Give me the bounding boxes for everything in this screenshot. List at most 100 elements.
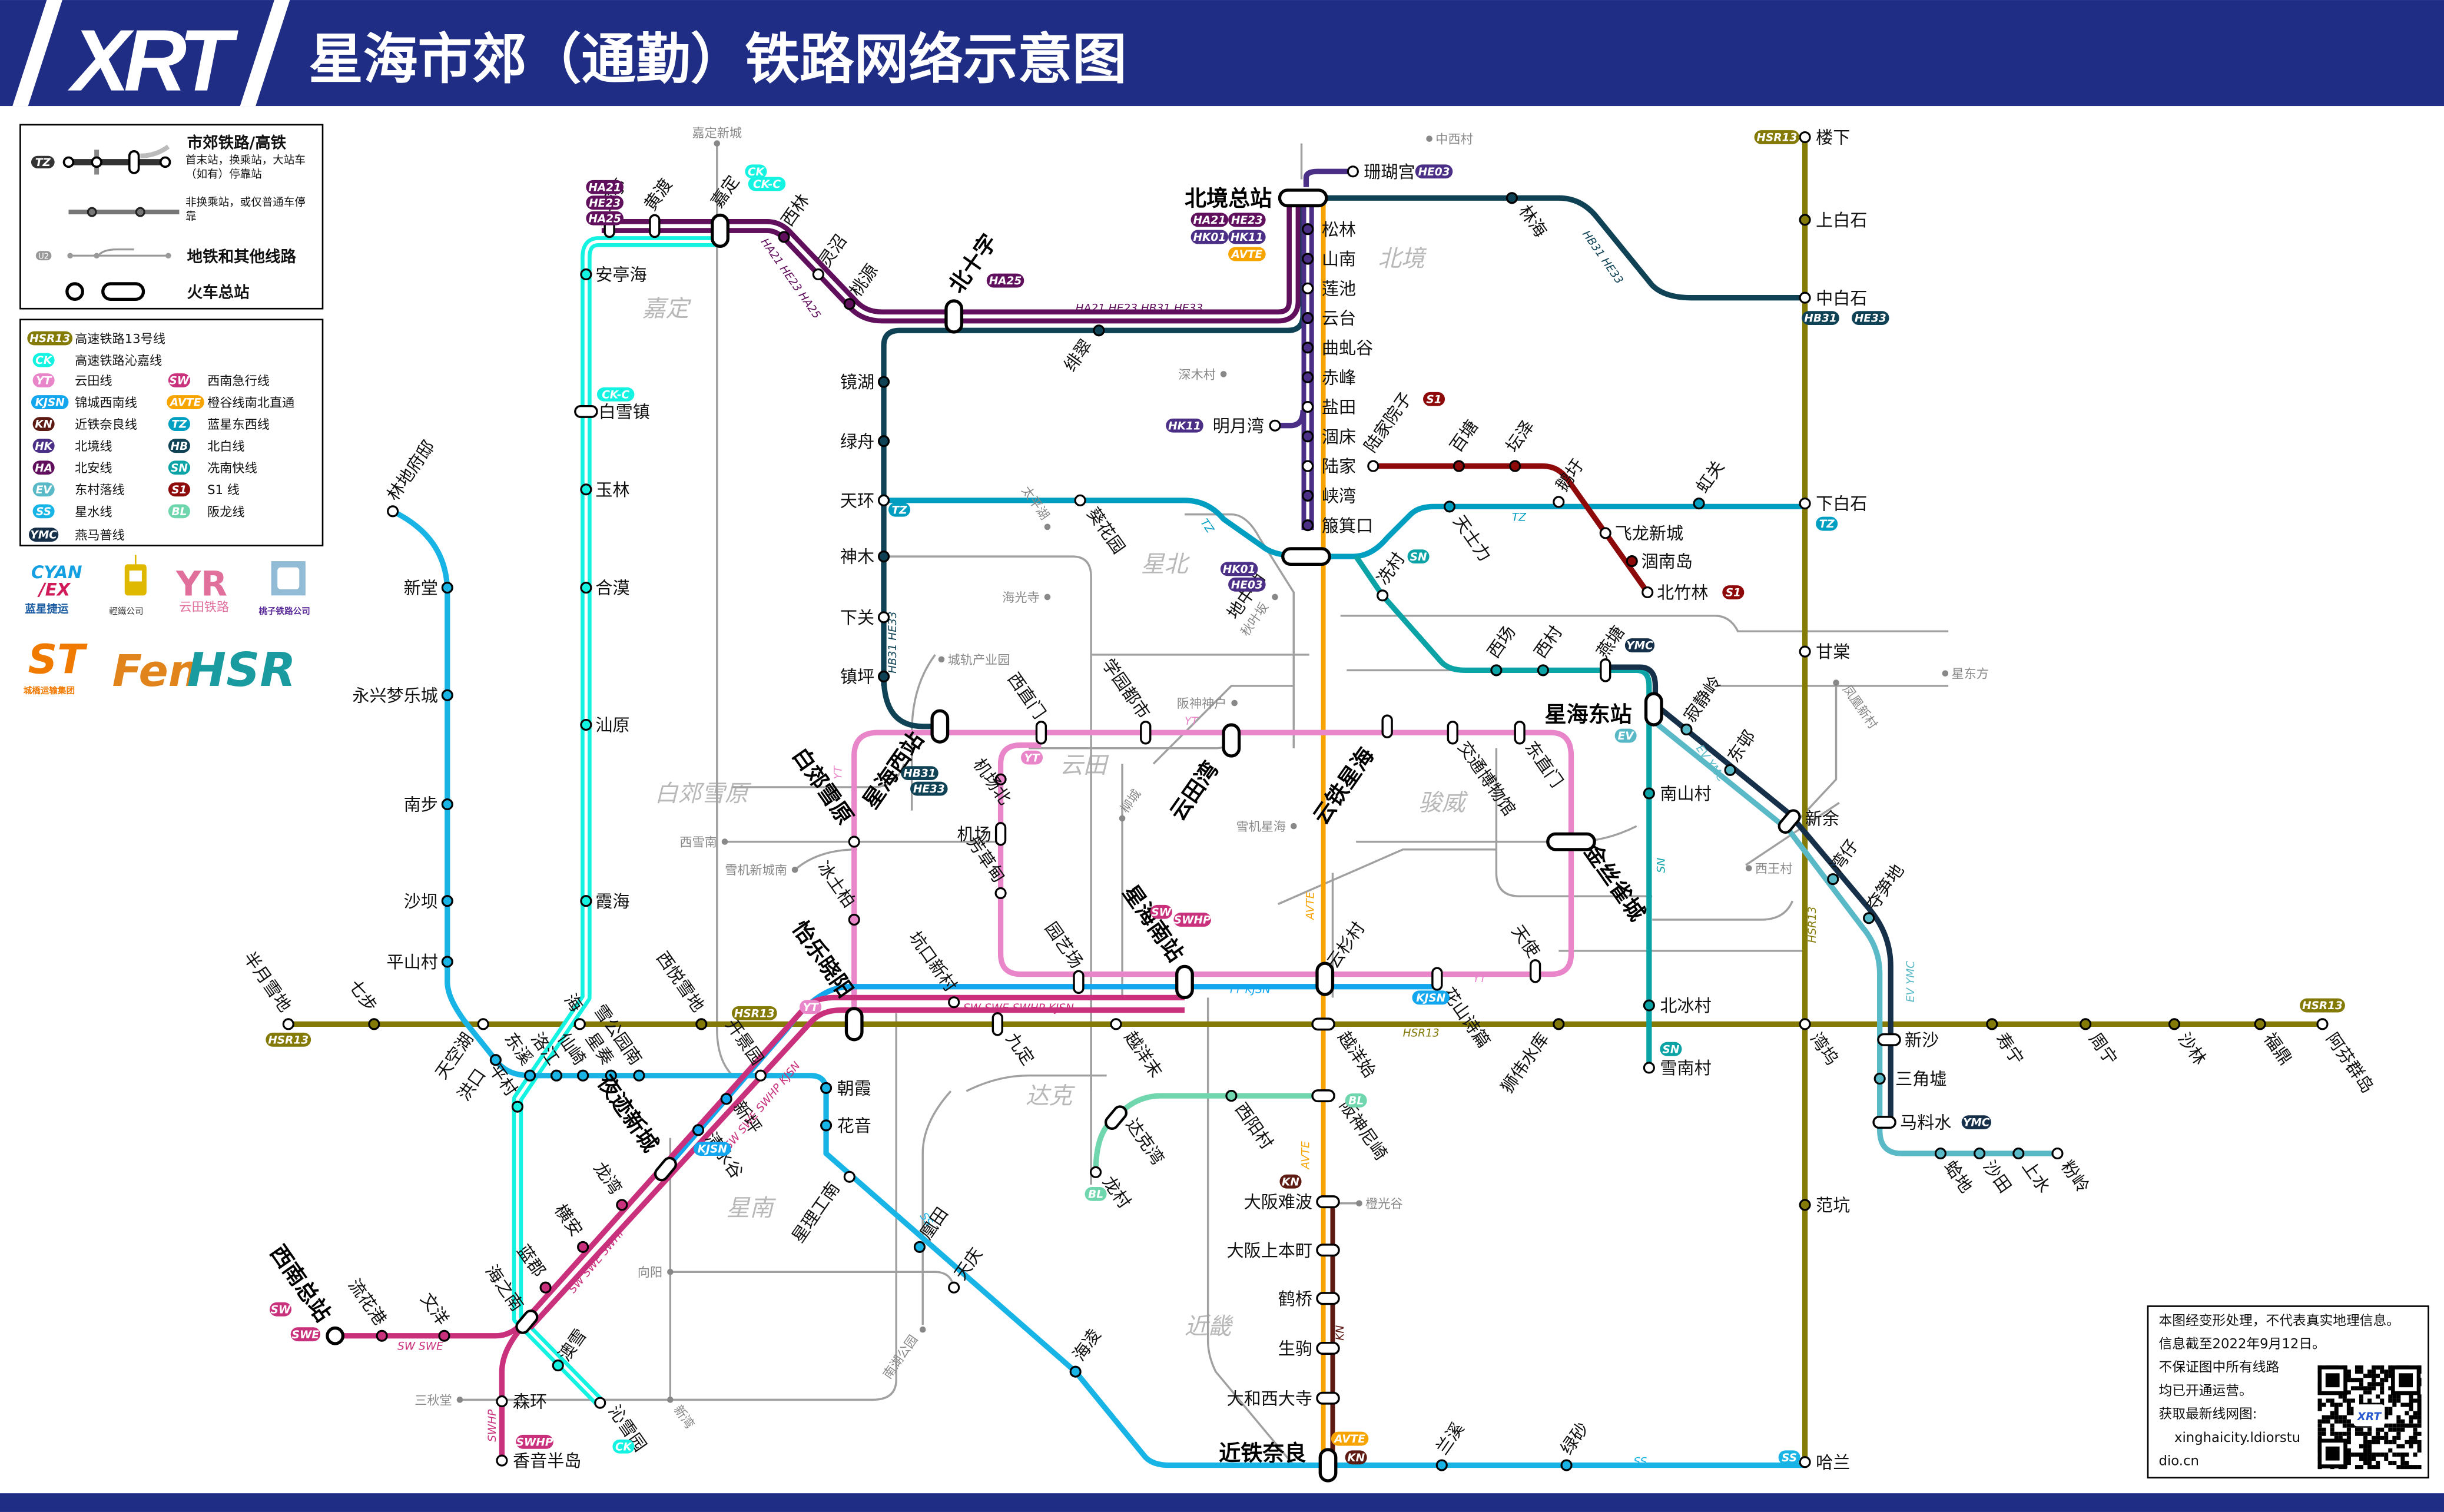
metro-station[interactable]: 城轨产业园 — [938, 652, 1010, 667]
station[interactable]: 桃源 — [843, 260, 882, 310]
station[interactable]: 西悦雪地 — [652, 948, 708, 1030]
station[interactable]: 下白石 — [1799, 494, 1867, 514]
station[interactable]: 神木 — [840, 547, 890, 567]
station[interactable]: 园艺场 — [1041, 919, 1087, 994]
station[interactable]: 安亭海 — [580, 265, 647, 285]
station[interactable]: 机场 — [957, 822, 1007, 846]
station[interactable]: 星海西站 — [858, 709, 950, 813]
station[interactable]: 流花港 — [344, 1275, 390, 1342]
station[interactable]: 下关 — [840, 608, 890, 628]
metro-station[interactable]: 柳城 — [1117, 787, 1144, 822]
station[interactable]: 南步 — [404, 795, 453, 815]
station[interactable]: 云台 — [1302, 309, 1357, 329]
station[interactable]: 绿砂 — [1557, 1418, 1593, 1471]
station[interactable]: 涸南岛 — [1626, 552, 1693, 572]
station[interactable]: 寂静岭 — [1680, 672, 1726, 736]
station[interactable]: 盐田 — [1302, 397, 1357, 417]
station[interactable]: 星理工南 — [788, 1171, 855, 1246]
metro-station[interactable]: 南湖公园 — [880, 1326, 926, 1381]
station[interactable]: 粉岭 — [2051, 1148, 2093, 1196]
station[interactable]: 澳雪 — [552, 1325, 591, 1372]
metro-station[interactable]: 阪神神户 — [1177, 696, 1238, 711]
station[interactable]: 上白石 — [1799, 210, 1867, 230]
metro-station[interactable]: 中西村 — [1426, 132, 1473, 147]
station[interactable]: 合漠 — [580, 578, 630, 598]
station[interactable]: 永兴梦乐城 — [352, 685, 453, 705]
station[interactable]: 葵花园 — [1074, 494, 1129, 558]
metro-station[interactable]: 海光寺 — [1002, 590, 1051, 605]
station[interactable]: 汕原 — [580, 715, 630, 735]
station[interactable]: 东邨 — [1723, 727, 1759, 776]
station[interactable]: 飞龙新城 — [1599, 523, 1683, 543]
station[interactable]: 机场北 — [969, 755, 1015, 808]
station[interactable]: 白郊雪原 — [787, 743, 860, 848]
station[interactable]: 绿舟 — [840, 432, 890, 452]
station[interactable]: 灵沼 — [812, 231, 851, 281]
station[interactable]: 玉林 — [580, 480, 630, 500]
station[interactable]: 北境总站 — [1185, 185, 1328, 211]
station[interactable]: 怡乐晓阳 — [787, 916, 864, 1042]
station[interactable]: 新余 — [1776, 808, 1839, 835]
metro-station[interactable]: 橙光谷 — [1356, 1196, 1403, 1211]
station[interactable]: 大阪上本町 — [1226, 1241, 1340, 1261]
station[interactable]: 文洋 — [416, 1289, 453, 1342]
metro-station[interactable]: 雪机星海 — [1236, 819, 1297, 834]
station[interactable]: 森环 — [496, 1392, 547, 1412]
station[interactable]: 林地府邸 — [383, 437, 439, 518]
station[interactable]: 楼下 — [1799, 128, 1850, 148]
station[interactable]: 嘉定 — [707, 172, 743, 248]
station[interactable]: 夺笋地 — [1862, 861, 1908, 924]
station[interactable]: 陆家院子 — [1360, 389, 1416, 472]
station[interactable]: 西村 — [1530, 622, 1566, 677]
station[interactable]: 明月湾 — [1213, 416, 1281, 436]
station[interactable]: 沙坝 — [404, 891, 453, 911]
metro-station[interactable]: 雪机新城南 — [725, 863, 798, 877]
station[interactable]: 甘棠 — [1799, 642, 1850, 662]
station[interactable]: 北竹林 — [1642, 583, 1709, 603]
station[interactable]: 中白石 — [1799, 288, 1867, 308]
station[interactable]: 山南 — [1302, 249, 1357, 269]
station[interactable]: 涸床 — [1302, 427, 1357, 447]
station[interactable]: 莲池 — [1302, 278, 1357, 299]
station[interactable]: 西阳村 — [1225, 1090, 1277, 1153]
metro-station[interactable]: 西雪南 — [679, 835, 728, 850]
station[interactable]: 天环 — [840, 490, 890, 510]
station[interactable]: 赤峰 — [1302, 367, 1357, 387]
station[interactable]: 大和西大寺 — [1226, 1388, 1340, 1408]
station[interactable]: 雪南村 — [1643, 1058, 1712, 1078]
station[interactable]: 天士力 — [1443, 500, 1495, 565]
station[interactable]: 兰溪 — [1432, 1418, 1468, 1471]
station[interactable]: 范坑 — [1799, 1195, 1850, 1215]
station[interactable]: 平村 — [485, 1060, 523, 1113]
station[interactable]: 金丝雀城 — [1546, 832, 1650, 926]
station[interactable]: 朝霞 — [820, 1078, 871, 1098]
station[interactable]: 大阪难波 — [1244, 1192, 1340, 1212]
station[interactable]: 三角墟 — [1873, 1069, 1946, 1089]
station[interactable]: 新沙 — [1877, 1030, 1939, 1050]
station[interactable]: 马料水 — [1872, 1113, 1951, 1133]
station[interactable]: 箙箕口 — [1302, 516, 1374, 536]
station[interactable]: 镇坪 — [840, 667, 890, 687]
station[interactable]: 虹关 — [1692, 457, 1728, 510]
station[interactable]: 横安 — [551, 1201, 589, 1253]
station[interactable]: 坛泽 — [1502, 416, 1538, 472]
station[interactable]: 北冰村 — [1643, 996, 1712, 1016]
station[interactable]: 星海南站 — [1117, 880, 1194, 999]
station[interactable]: 平山村 — [387, 952, 453, 972]
station[interactable]: 海凌 — [1069, 1325, 1105, 1378]
station[interactable]: 阿芬群岛 — [2316, 1018, 2378, 1097]
station[interactable]: 曲虬谷 — [1302, 338, 1374, 358]
station[interactable]: 镜湖 — [840, 372, 890, 392]
station[interactable]: 珊瑚宫 — [1347, 162, 1415, 182]
station[interactable]: 香音半岛 — [496, 1451, 581, 1471]
metro-station[interactable]: 太平湖 — [1019, 483, 1053, 530]
station[interactable]: 陆家 — [1302, 456, 1357, 476]
station[interactable]: 七步 — [345, 976, 381, 1030]
station[interactable]: 南山村 — [1643, 784, 1712, 804]
station[interactable]: 花音 — [820, 1116, 871, 1136]
metro-station[interactable]: 星东方 — [1942, 667, 1989, 681]
station[interactable]: 西场 — [1483, 622, 1520, 677]
station[interactable]: 霞海 — [580, 891, 630, 911]
metro-station[interactable]: 三秋堂 — [414, 1392, 463, 1407]
metro-station[interactable]: 西王村 — [1746, 861, 1792, 876]
